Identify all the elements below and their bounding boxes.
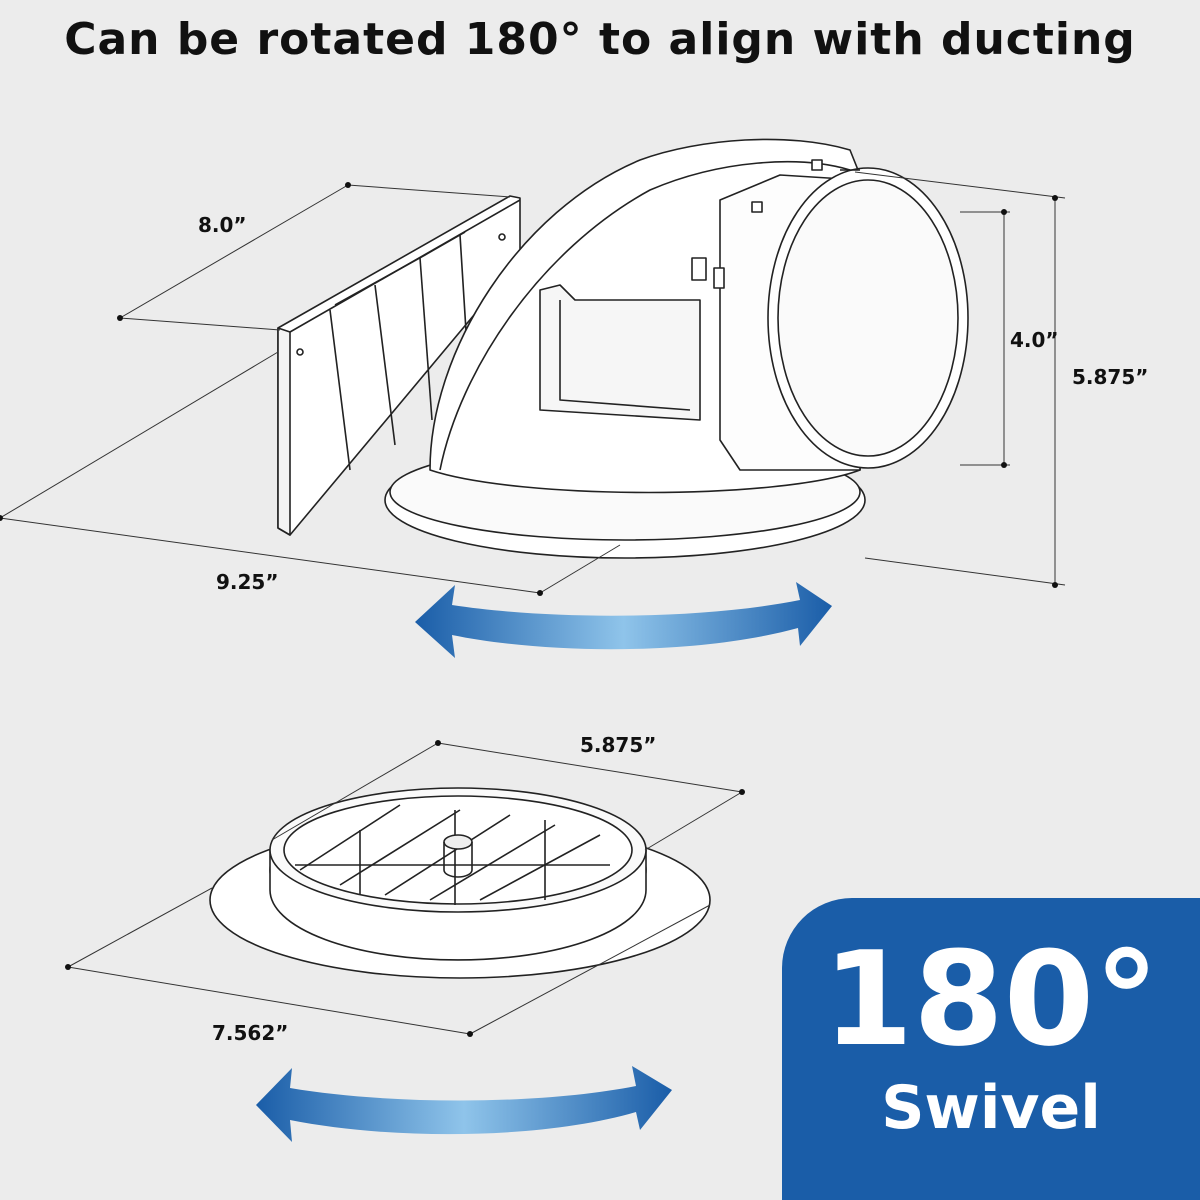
dimension-depth-label: 8.0” — [198, 213, 247, 237]
dimension-flange-diameter-label: 7.562” — [212, 1021, 288, 1045]
grille-illustration — [209, 787, 711, 979]
vent-hood-illustration — [277, 138, 969, 559]
bottom-dimension-ticks — [65, 740, 745, 1037]
swivel-badge: 180° Swivel — [782, 898, 1200, 1200]
badge-angle: 180° — [822, 923, 1160, 1075]
dimension-duct-diameter-label: 4.0” — [1010, 328, 1059, 352]
bottom-dimension-lines — [67, 742, 743, 1035]
rotation-arrow-top-icon — [415, 582, 832, 658]
badge-label: Swivel — [881, 1073, 1101, 1143]
top-dimension-ticks — [0, 182, 1058, 596]
dimension-height-label: 5.875” — [1072, 365, 1148, 389]
rotation-arrow-bottom-icon — [256, 1066, 672, 1142]
dimension-width-label: 9.25” — [216, 570, 279, 594]
dimension-grille-diameter-label: 5.875” — [580, 733, 656, 757]
page-title: Can be rotated 180° to align with ductin… — [64, 14, 1136, 65]
